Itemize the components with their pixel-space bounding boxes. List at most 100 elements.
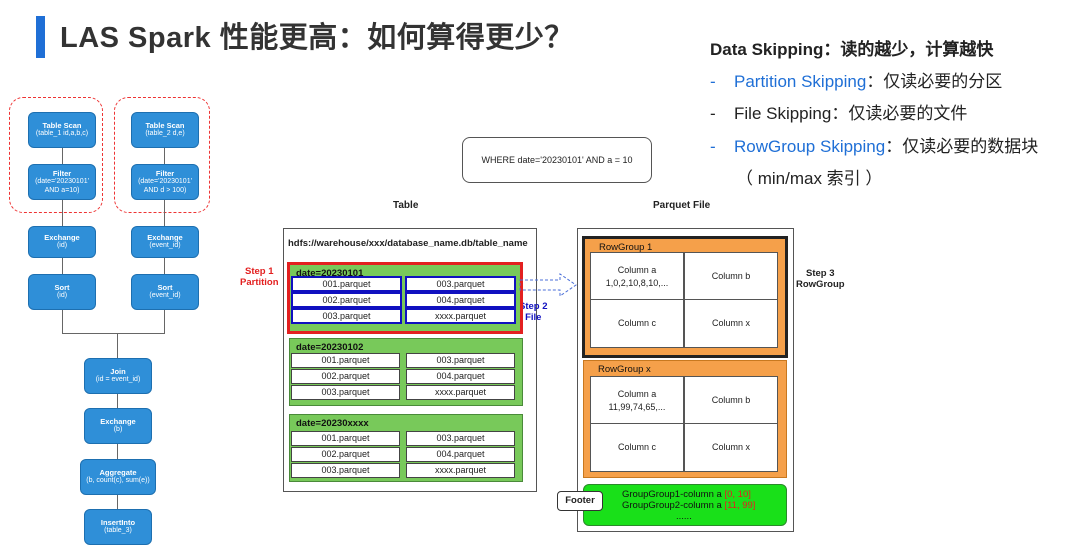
node-sub: (id = event_id) [95, 376, 141, 384]
bullet-dash: - [710, 72, 716, 91]
file-xxxx: xxxx.parquet [406, 385, 515, 400]
parquet-label: Parquet File [653, 200, 711, 211]
edge [62, 333, 165, 334]
partition-name: date=20230102 [296, 342, 364, 353]
parquet-footer: GroupGroup1-column a [0, 10] GroupGroup2… [583, 484, 787, 526]
file-003: 003.parquet [406, 431, 515, 446]
file-001: 001.parquet [291, 353, 400, 368]
footer-range: [0, 10] [724, 489, 751, 500]
rg1-column-b: Column b [684, 252, 778, 301]
file-003: 003.parquet [405, 276, 516, 292]
file-002: 002.parquet [291, 292, 402, 308]
rgx-column-b: Column b [684, 376, 778, 425]
file-004: 004.parquet [406, 447, 515, 462]
item-desc: ：仅读必要的数据块 [885, 137, 1039, 156]
plan-node-aggregate: Aggregate (b, count(c), sum(e)) [80, 459, 156, 495]
rg1-column-x: Column x [684, 299, 778, 348]
step2-label: Step 2 File [519, 301, 548, 324]
node-sub: (id) [56, 242, 68, 250]
node-sub: (table_2 d,e) [145, 130, 185, 138]
right-pushdown-dashbox [114, 97, 210, 213]
file-001: 001.parquet [291, 431, 400, 446]
file-004: 004.parquet [405, 292, 516, 308]
file-xxxx: xxxx.parquet [405, 308, 516, 324]
edge [62, 146, 63, 164]
item-key: Partition Skipping [734, 72, 867, 91]
rowgroup-name: RowGroup 1 [599, 242, 653, 253]
left-pushdown-dashbox [9, 97, 103, 213]
plan-node-exchange-3: Exchange (b) [84, 408, 152, 444]
sql-where-box: WHERE date='20230101' AND a = 10 [462, 137, 652, 183]
node-title: Filter [155, 168, 175, 178]
edge [164, 146, 165, 164]
table-label: Table [393, 200, 419, 211]
item-rowgroup-skipping: -RowGroup Skipping：仅读必要的数据块 [710, 132, 1038, 157]
rgx-column-x: Column x [684, 423, 778, 472]
plan-node-join: Join (id = event_id) [84, 358, 152, 394]
edge [117, 493, 118, 509]
file-003b: 003.parquet [291, 463, 400, 478]
file-xxxx: xxxx.parquet [406, 463, 515, 478]
plan-node-tablescan-1: Table Scan (table_1 id,a,b,c) [28, 112, 96, 148]
bullet-dash: - [710, 137, 716, 156]
edge [117, 333, 118, 358]
step1-label: Step 1 Partition [240, 266, 279, 289]
rowgroup-name: RowGroup x [598, 364, 651, 375]
hdfs-path: hdfs://warehouse/xxx/database_name.db/ta… [288, 238, 528, 249]
node-title: Exchange [44, 232, 80, 242]
node-title: Join [110, 366, 126, 376]
dashed-arrow-icon [519, 273, 577, 297]
item-partition-skipping: -Partition Skipping：仅读必要的分区 [710, 67, 1002, 92]
item-desc: ：仅读必要的文件 [831, 104, 968, 123]
plan-node-exchange-2: Exchange (event_id) [131, 226, 199, 258]
item-key: File Skipping [734, 104, 832, 123]
file-002: 002.parquet [291, 447, 400, 462]
node-title: Filter [52, 168, 72, 178]
footer-line-1: GroupGroup1-column a [0, 10] [622, 489, 751, 500]
item-file-skipping: -File Skipping：仅读必要的文件 [710, 99, 967, 124]
node-sub: (event_id) [149, 242, 181, 250]
footer-label: Footer [557, 491, 603, 511]
file-003b: 003.parquet [291, 308, 402, 324]
node-title: Aggregate [99, 467, 137, 477]
step3-label: Step 3 RowGroup [796, 268, 845, 291]
edge [164, 256, 165, 274]
node-title: Exchange [100, 416, 136, 426]
file-002: 002.parquet [291, 369, 400, 384]
item-key: RowGroup Skipping [734, 137, 886, 156]
title-accent-bar [36, 16, 45, 58]
data-skipping-heading: Data Skipping：读的越少，计算越快 [710, 40, 994, 59]
footer-line-3: ...... [676, 511, 692, 522]
file-003: 003.parquet [406, 353, 515, 368]
footer-text: GroupGroup1-column a [622, 489, 725, 500]
file-004: 004.parquet [406, 369, 515, 384]
node-title: Table Scan [145, 120, 185, 130]
plan-node-tablescan-2: Table Scan (table_2 d,e) [131, 112, 199, 148]
node-sub: (date='20230101' AND a=10) [35, 177, 89, 194]
edge [117, 392, 118, 408]
edge [62, 256, 63, 274]
page-title: LAS Spark 性能更高：如何算得更少？ [60, 22, 574, 54]
minmax-note: （ min/max 索引 ） [736, 169, 883, 188]
node-title: Table Scan [42, 120, 82, 130]
bullet-dash: - [710, 104, 716, 123]
file-003b: 003.parquet [291, 385, 400, 400]
plan-node-filter-2: Filter (date='20230101' AND d > 100) [131, 164, 199, 200]
node-title: Sort [157, 282, 173, 292]
footer-text: GroupGroup2-column a [622, 500, 725, 511]
rg1-column-c: Column c [590, 299, 684, 348]
node-sub: (b) [113, 426, 123, 434]
rgx-column-c: Column c [590, 423, 684, 472]
node-title: Sort [54, 282, 70, 292]
file-001: 001.parquet [291, 276, 402, 292]
plan-node-sort-2: Sort (event_id) [131, 274, 199, 310]
plan-node-insertinto: InsertInto (table_3) [84, 509, 152, 545]
node-sub: (table_1 id,a,b,c) [35, 130, 89, 138]
footer-line-2: GroupGroup2-column a [11, 99] [622, 500, 755, 511]
partition-name: date=20230xxxx [296, 418, 369, 429]
plan-node-sort-1: Sort (id) [28, 274, 96, 310]
plan-node-exchange-1: Exchange (id) [28, 226, 96, 258]
item-desc: ：仅读必要的分区 [866, 72, 1003, 91]
node-sub: (b, count(c), sum(e)) [86, 477, 150, 485]
node-sub: (table_3) [104, 527, 132, 535]
